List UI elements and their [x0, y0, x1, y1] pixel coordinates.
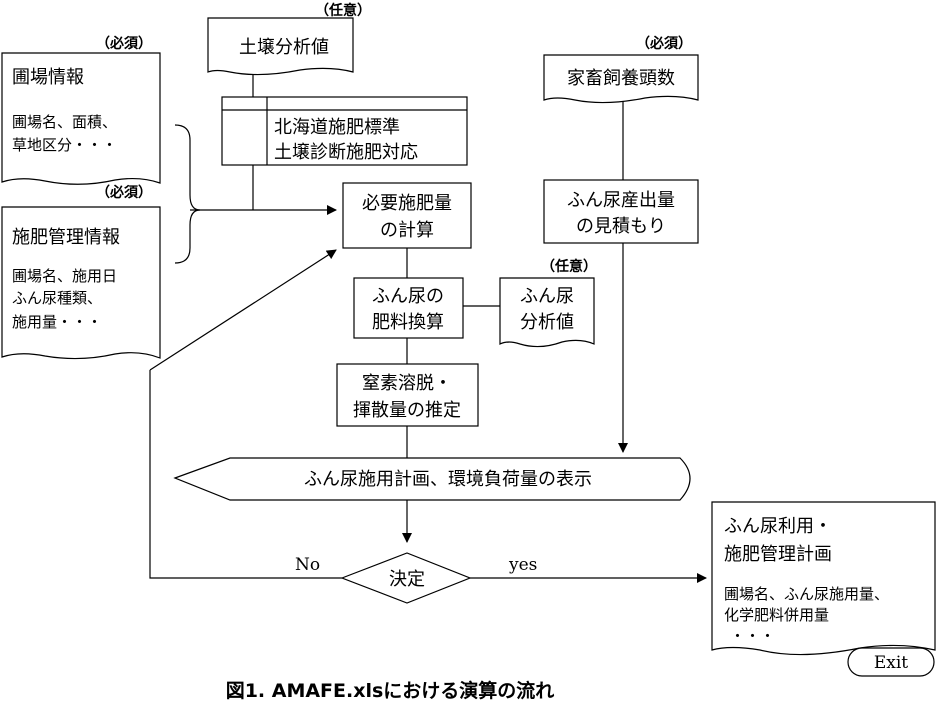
manure-convert-line2: 肥料換算: [372, 312, 444, 333]
fert-mgmt-node: 施肥管理情報 圃場名、施用日 ふん尿種類、 施用量・・・: [1, 206, 161, 360]
fert-required-label: （必須）: [96, 184, 152, 201]
figure-caption: 図1. AMAFE.xlsにおける演算の流れ: [226, 679, 555, 702]
yes-label: yes: [508, 555, 537, 575]
livestock-count-text: 家畜飼養頭数: [567, 68, 675, 89]
manure-estimate-line2: の見積もり: [576, 216, 666, 237]
nitrogen-line2: 揮散量の推定: [353, 400, 461, 421]
exit-text: Exit: [874, 653, 908, 673]
nitrogen-estimate-node: 窒素溶脱・ 揮散量の推定: [336, 363, 479, 427]
fert-mgmt-line2: ふん尿種類、: [12, 289, 102, 307]
manure-estimate-node: ふん尿産出量 の見積もり: [543, 179, 699, 244]
exit-node: Exit: [847, 647, 935, 677]
field-info-node: 圃場情報 圃場名、面積、 草地区分・・・: [1, 52, 161, 185]
manure-analysis-node: ふん尿 分析値: [499, 277, 595, 348]
fert-mgmt-title: 施肥管理情報: [12, 227, 120, 248]
hokkaido-standard-line2: 土壌診断施肥対応: [274, 142, 418, 163]
manure-estimate-line1: ふん尿産出量: [567, 190, 675, 211]
hokkaido-standard-table: 北海道施肥標準 土壌診断施肥対応: [221, 96, 468, 166]
output-plan-node: ふん尿利用・ 施肥管理計画 圃場名、ふん尿施用量、 化学肥料併用量 ・・・: [711, 501, 936, 656]
fert-mgmt-line3: 施用量・・・: [12, 313, 102, 331]
output-title-line2: 施肥管理計画: [724, 544, 832, 565]
field-info-line1: 圃場名、面積、: [12, 113, 117, 131]
required-fert-node: 必要施肥量 の計算: [342, 182, 472, 249]
soil-analysis-node: 土壌分析値: [207, 17, 354, 76]
decision-node: 決定: [340, 552, 472, 604]
display-plan-node: ふん尿施用計画、環境負荷量の表示: [173, 457, 691, 501]
input-brace: [174, 124, 201, 264]
output-line3: ・・・: [730, 627, 775, 645]
soil-optional-label: （任意）: [315, 2, 371, 19]
no-label: No: [295, 555, 320, 575]
manure-analysis-line2: 分析値: [520, 312, 574, 333]
decision-text: 決定: [389, 569, 425, 590]
nitrogen-line1: 窒素溶脱・: [362, 373, 452, 394]
connectors: [149, 72, 707, 583]
required-fert-line1: 必要施肥量: [362, 193, 452, 214]
manure-convert-node: ふん尿の 肥料換算: [353, 277, 464, 339]
field-required-label: （必須）: [96, 35, 152, 52]
field-info-line2: 草地区分・・・: [12, 136, 117, 154]
fert-mgmt-line1: 圃場名、施用日: [12, 267, 117, 285]
output-line1: 圃場名、ふん尿施用量、: [724, 585, 889, 603]
display-plan-text: ふん尿施用計画、環境負荷量の表示: [304, 469, 592, 490]
required-fert-line2: の計算: [380, 220, 434, 241]
livestock-count-node: 家畜飼養頭数: [543, 54, 699, 104]
manure-analysis-optional-label: （任意）: [541, 258, 597, 275]
soil-analysis-text: 土壌分析値: [239, 37, 329, 58]
hokkaido-standard-line1: 北海道施肥標準: [274, 117, 400, 138]
output-title-line1: ふん尿利用・: [724, 516, 832, 537]
livestock-required-label: （必須）: [636, 35, 692, 52]
manure-convert-line1: ふん尿の: [372, 286, 444, 307]
field-info-title: 圃場情報: [12, 67, 84, 88]
output-line2: 化学肥料併用量: [724, 606, 829, 624]
manure-analysis-line1: ふん尿: [520, 286, 574, 307]
